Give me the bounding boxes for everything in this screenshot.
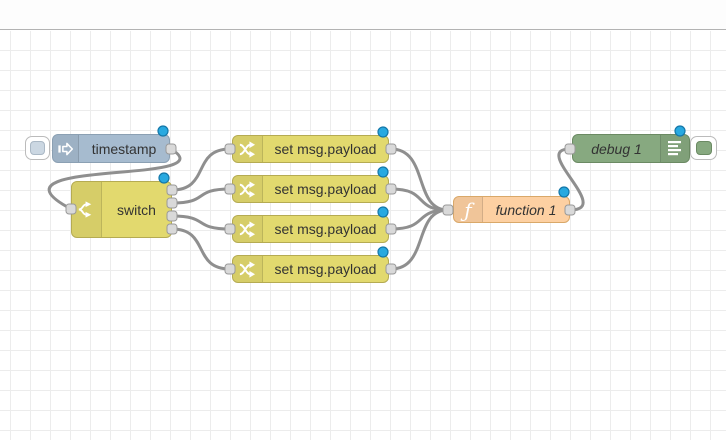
node-label: set msg.payload — [274, 181, 377, 197]
shuffle-icon — [233, 256, 263, 282]
node-label: function 1 — [495, 201, 557, 218]
node-switch[interactable]: switch — [71, 181, 172, 238]
wire-function-to-debug[interactable] — [557, 147, 585, 212]
node-function-1[interactable]: ƒ function 1 — [453, 196, 570, 223]
node-label: set msg.payload — [274, 261, 377, 277]
node-label: switch — [117, 201, 156, 218]
wire-change4-to-function[interactable] — [389, 208, 450, 271]
node-debug-1[interactable]: debug 1 — [572, 134, 690, 163]
shuffle-icon — [233, 216, 263, 242]
node-label: set msg.payload — [274, 141, 377, 157]
debug-toggle-button-face[interactable] — [696, 141, 712, 155]
node-change-2[interactable]: set msg.payload — [232, 175, 389, 203]
wire-switch3-to-change3[interactable] — [170, 214, 232, 231]
wire-change1-to-function[interactable] — [389, 147, 450, 212]
fork-icon — [72, 182, 102, 237]
function-glyph: ƒ — [464, 197, 472, 222]
node-change-3[interactable]: set msg.payload — [232, 215, 389, 243]
node-label: set msg.payload — [274, 221, 377, 237]
node-inject-timestamp[interactable]: timestamp — [52, 134, 170, 163]
inject-trigger-button[interactable] — [25, 136, 50, 160]
debug-toggle-button[interactable] — [690, 136, 717, 160]
workspace-top-strip — [0, 0, 726, 30]
list-lines-icon — [660, 135, 689, 162]
inject-trigger-button-face[interactable] — [30, 141, 45, 155]
node-label: debug 1 — [591, 140, 642, 157]
wire-timestamp-to-switch[interactable] — [47, 147, 182, 211]
shuffle-icon — [233, 176, 263, 202]
wire-switch4-to-change4[interactable] — [170, 227, 232, 271]
wire-switch1-to-change1[interactable] — [170, 147, 232, 192]
function-f-icon: ƒ — [454, 197, 483, 222]
shuffle-icon — [233, 136, 263, 162]
node-label: timestamp — [91, 140, 157, 157]
wire-switch2-to-change2[interactable] — [170, 187, 232, 205]
node-change-1[interactable]: set msg.payload — [232, 135, 389, 163]
node-change-4[interactable]: set msg.payload — [232, 255, 389, 283]
inject-arrow-icon — [53, 135, 79, 162]
